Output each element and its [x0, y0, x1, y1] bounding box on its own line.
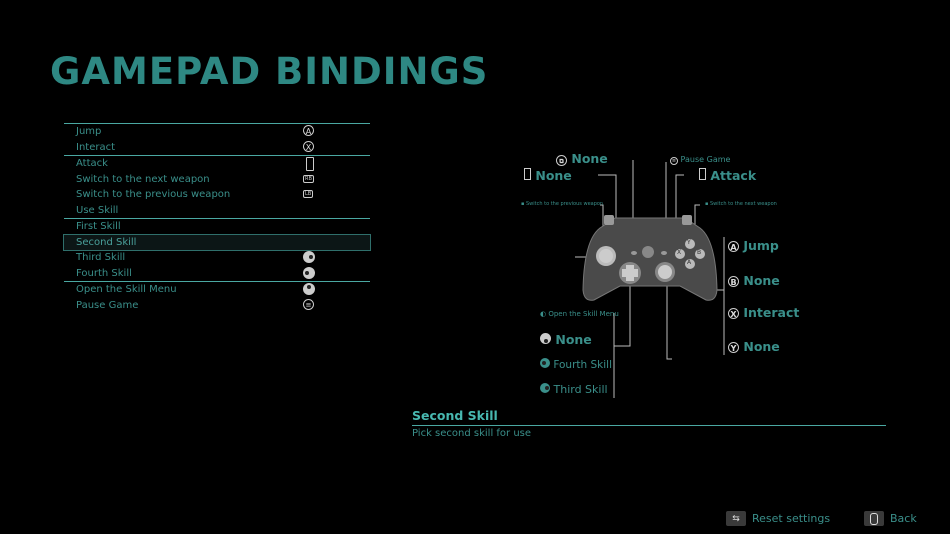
dpad-right-icon	[303, 251, 315, 263]
x-button-icon: X	[303, 140, 314, 152]
dpad-up-icon: ◐	[540, 310, 547, 318]
view-button-binding: ⧉ None	[556, 151, 608, 166]
binding-row-attack[interactable]: Attack	[64, 156, 370, 172]
left-bumper-icon: LB	[303, 190, 314, 198]
mouse-icon	[864, 511, 884, 526]
left-trigger-icon	[524, 168, 531, 180]
right-trigger-icon	[699, 168, 706, 180]
binding-row-pause[interactable]: Pause Game≡	[64, 298, 370, 314]
right-trigger-binding: Attack	[699, 168, 756, 183]
menu-icon: ≡	[670, 157, 678, 165]
description-text: Pick second skill for use	[412, 428, 532, 439]
divider	[64, 218, 370, 219]
dpad-down-icon	[540, 333, 551, 344]
divider	[64, 123, 370, 124]
back-button[interactable]: Back	[864, 511, 917, 526]
divider	[64, 155, 370, 156]
dpad-right-binding: Third Skill	[540, 383, 608, 396]
binding-row-use-skill[interactable]: Use Skill	[76, 204, 119, 216]
dpad-right-icon	[540, 383, 550, 393]
binding-row-second-skill[interactable]: Second Skill	[63, 233, 371, 251]
a-button-icon: A	[303, 125, 314, 136]
dpad-left-icon	[303, 266, 315, 279]
page-title: GAMEPAD BINDINGS	[50, 50, 489, 93]
a-button-icon: A	[728, 241, 739, 252]
x-button-binding: X Interact	[728, 305, 799, 320]
binding-row-fourth-skill[interactable]: Fourth Skill	[64, 266, 370, 282]
binding-row-first-skill[interactable]: First Skill	[76, 221, 121, 232]
reset-settings-button[interactable]: ⇆ Reset settings	[726, 511, 830, 526]
dpad-up-icon	[303, 283, 315, 295]
dpad-up-binding: ◐ Open the Skill Menu	[540, 310, 619, 318]
left-trigger-binding: None	[524, 168, 572, 183]
right-trigger-icon	[306, 157, 314, 171]
dpad-left-binding: Fourth Skill	[540, 358, 612, 371]
pause-binding: ≡ Pause Game	[670, 155, 731, 165]
divider	[64, 281, 370, 282]
menu-icon: ≡	[303, 298, 314, 310]
view-button-icon: ⧉	[556, 155, 567, 166]
right-bumper-binding: ▪ Switch to the next weapon	[705, 201, 777, 207]
y-button-icon: Y	[728, 342, 739, 353]
x-button-icon: X	[728, 308, 739, 319]
x-button-label: X	[677, 249, 682, 256]
y-button-binding: Y None	[728, 339, 780, 354]
left-bumper-binding: ▪ Switch to the previous weapon	[521, 201, 604, 207]
b-button-icon: B	[728, 276, 739, 287]
gamepad-icon	[582, 215, 718, 301]
description-title: Second Skill	[412, 408, 886, 426]
dpad-down-binding: None	[540, 332, 592, 347]
b-button-label: B	[697, 249, 702, 256]
a-button-label: A	[687, 259, 692, 266]
right-bumper-icon: RB	[303, 174, 314, 183]
b-button-binding: B None	[728, 273, 780, 288]
description-panel: Second Skill Pick second skill for use	[412, 408, 886, 439]
binding-row-third-skill[interactable]: Third Skill	[64, 250, 370, 266]
y-button-label: Y	[687, 239, 691, 246]
a-button-binding: A Jump	[728, 238, 779, 253]
dpad-left-icon	[540, 358, 550, 368]
sliders-icon: ⇆	[726, 511, 746, 526]
binding-row-skill-menu[interactable]: Open the Skill Menu	[64, 282, 370, 298]
